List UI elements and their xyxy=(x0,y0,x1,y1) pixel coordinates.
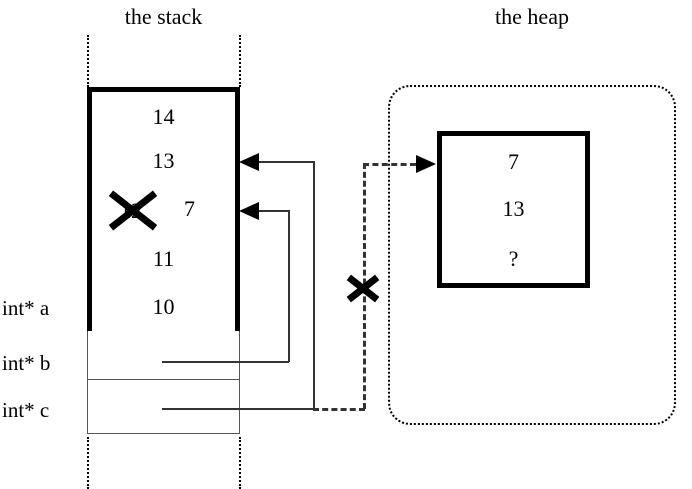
stack-cell-3-value: 11 xyxy=(152,245,175,271)
heap-cell-0-value: 7 xyxy=(508,149,519,174)
stack-cell-0: 14 xyxy=(92,92,235,141)
stack-frame: 14 13 12 7 11 10 xyxy=(87,87,240,331)
variable-label-b: int* b xyxy=(2,351,51,375)
pointer-c-arrowhead-icon xyxy=(239,153,259,171)
stack-cell-3: 11 xyxy=(92,234,235,283)
heap-cell-1-value: 13 xyxy=(502,196,525,221)
stack-pointer-cells xyxy=(87,331,240,434)
stack-cell-0-value: 14 xyxy=(152,103,175,129)
pointer-c-segment-vertical xyxy=(313,161,315,409)
heap-cell-0: 7 xyxy=(442,136,585,188)
dangling-pointer-segment-horizontal-start xyxy=(313,408,365,411)
stack-cell-1-value: 13 xyxy=(152,147,175,173)
stack-guide-left-bottom xyxy=(87,437,89,489)
dangling-pointer-strike-icon xyxy=(345,270,381,306)
stack-cell-1: 13 xyxy=(92,136,235,185)
heap-title: the heap xyxy=(495,4,569,29)
heap-cell-1: 13 xyxy=(442,183,585,235)
stack-title: the stack xyxy=(124,4,203,29)
stack-cell-4: 10 xyxy=(92,283,235,331)
stack-guide-right-bottom xyxy=(239,437,241,489)
stack-cell-2-new-value: 7 xyxy=(184,196,195,221)
pointer-b-segment-vertical xyxy=(288,210,290,362)
variable-label-a: int* a xyxy=(2,296,50,320)
stack-guide-right-top xyxy=(239,35,241,87)
stack-cell-4-value: 10 xyxy=(152,294,175,319)
heap-cell-2: ? xyxy=(442,235,585,283)
variable-label-c: int* c xyxy=(2,398,50,422)
heap-cell-2-value: ? xyxy=(508,246,519,271)
pointer-b-segment-horizontal-end xyxy=(258,210,289,212)
stack-guide-left-top xyxy=(87,35,89,87)
heap-region-boundary xyxy=(388,85,676,425)
pointer-b-segment-horizontal-start xyxy=(162,361,289,363)
stack-thin-divider-0 xyxy=(88,379,239,380)
pointer-c-segment-horizontal-start xyxy=(162,408,314,410)
pointer-b-arrowhead-icon xyxy=(239,202,259,220)
pointer-c-segment-horizontal-end xyxy=(258,161,314,163)
heap-block: 7 13 ? xyxy=(437,131,590,288)
stack-value-strike-icon xyxy=(105,190,161,230)
